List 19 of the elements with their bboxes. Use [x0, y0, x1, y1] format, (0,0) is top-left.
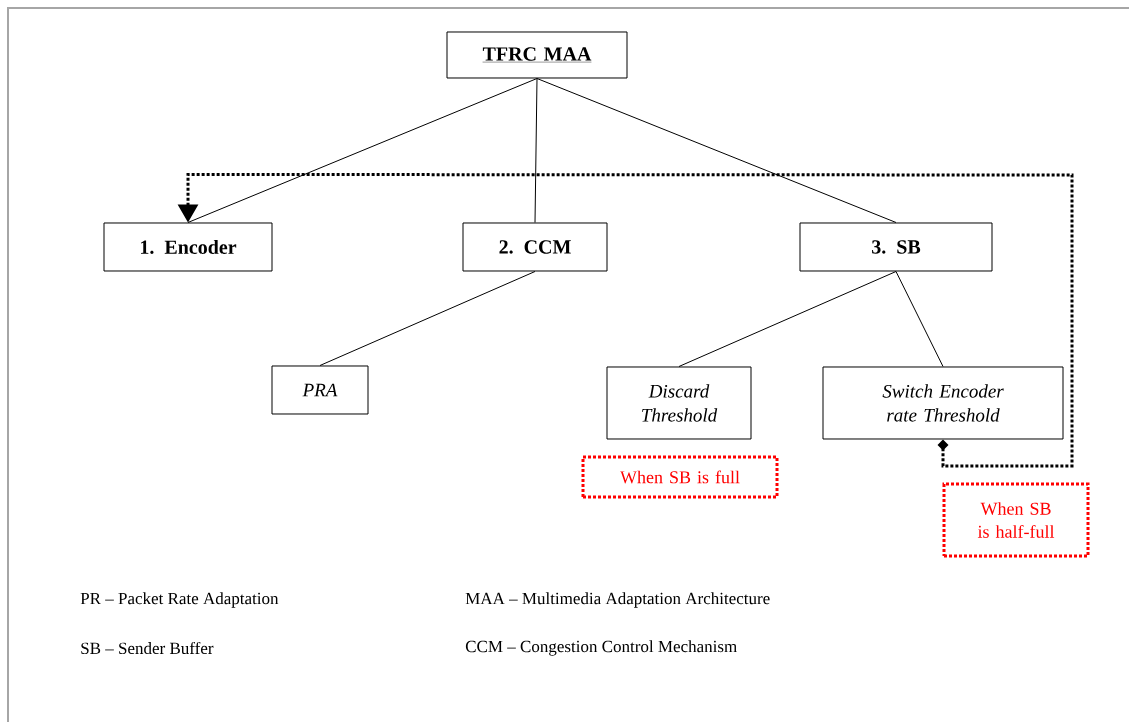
- component-box: 2. CCM: [462, 222, 608, 272]
- abbreviation-note: MAA – Multimedia Adaptation Architecture: [465, 592, 770, 608]
- tree-line: [534, 78, 538, 223]
- tree-line: [187, 78, 538, 223]
- threshold-box: Switch Encoder rate Threshold: [822, 366, 1064, 440]
- component-box: 3. SB: [799, 222, 993, 272]
- tree-line: [678, 271, 897, 367]
- condition-note: When SB is half-full: [942, 482, 1090, 558]
- abbreviation-note: CCM – Congestion Control Mechanism: [465, 640, 737, 656]
- component-box: 1. Encoder: [103, 222, 273, 272]
- tree-line: [536, 78, 897, 223]
- threshold-box: PRA: [271, 365, 369, 415]
- tree-line: [319, 271, 536, 366]
- abbreviation-note: PR – Packet Rate Adaptation: [80, 592, 279, 608]
- title-box: TFRC MAA: [446, 31, 628, 79]
- condition-note: When SB is full: [581, 455, 779, 499]
- abbreviation-note: SB – Sender Buffer: [81, 641, 214, 655]
- threshold-box: Discard Threshold: [606, 366, 752, 440]
- tree-line: [895, 271, 944, 367]
